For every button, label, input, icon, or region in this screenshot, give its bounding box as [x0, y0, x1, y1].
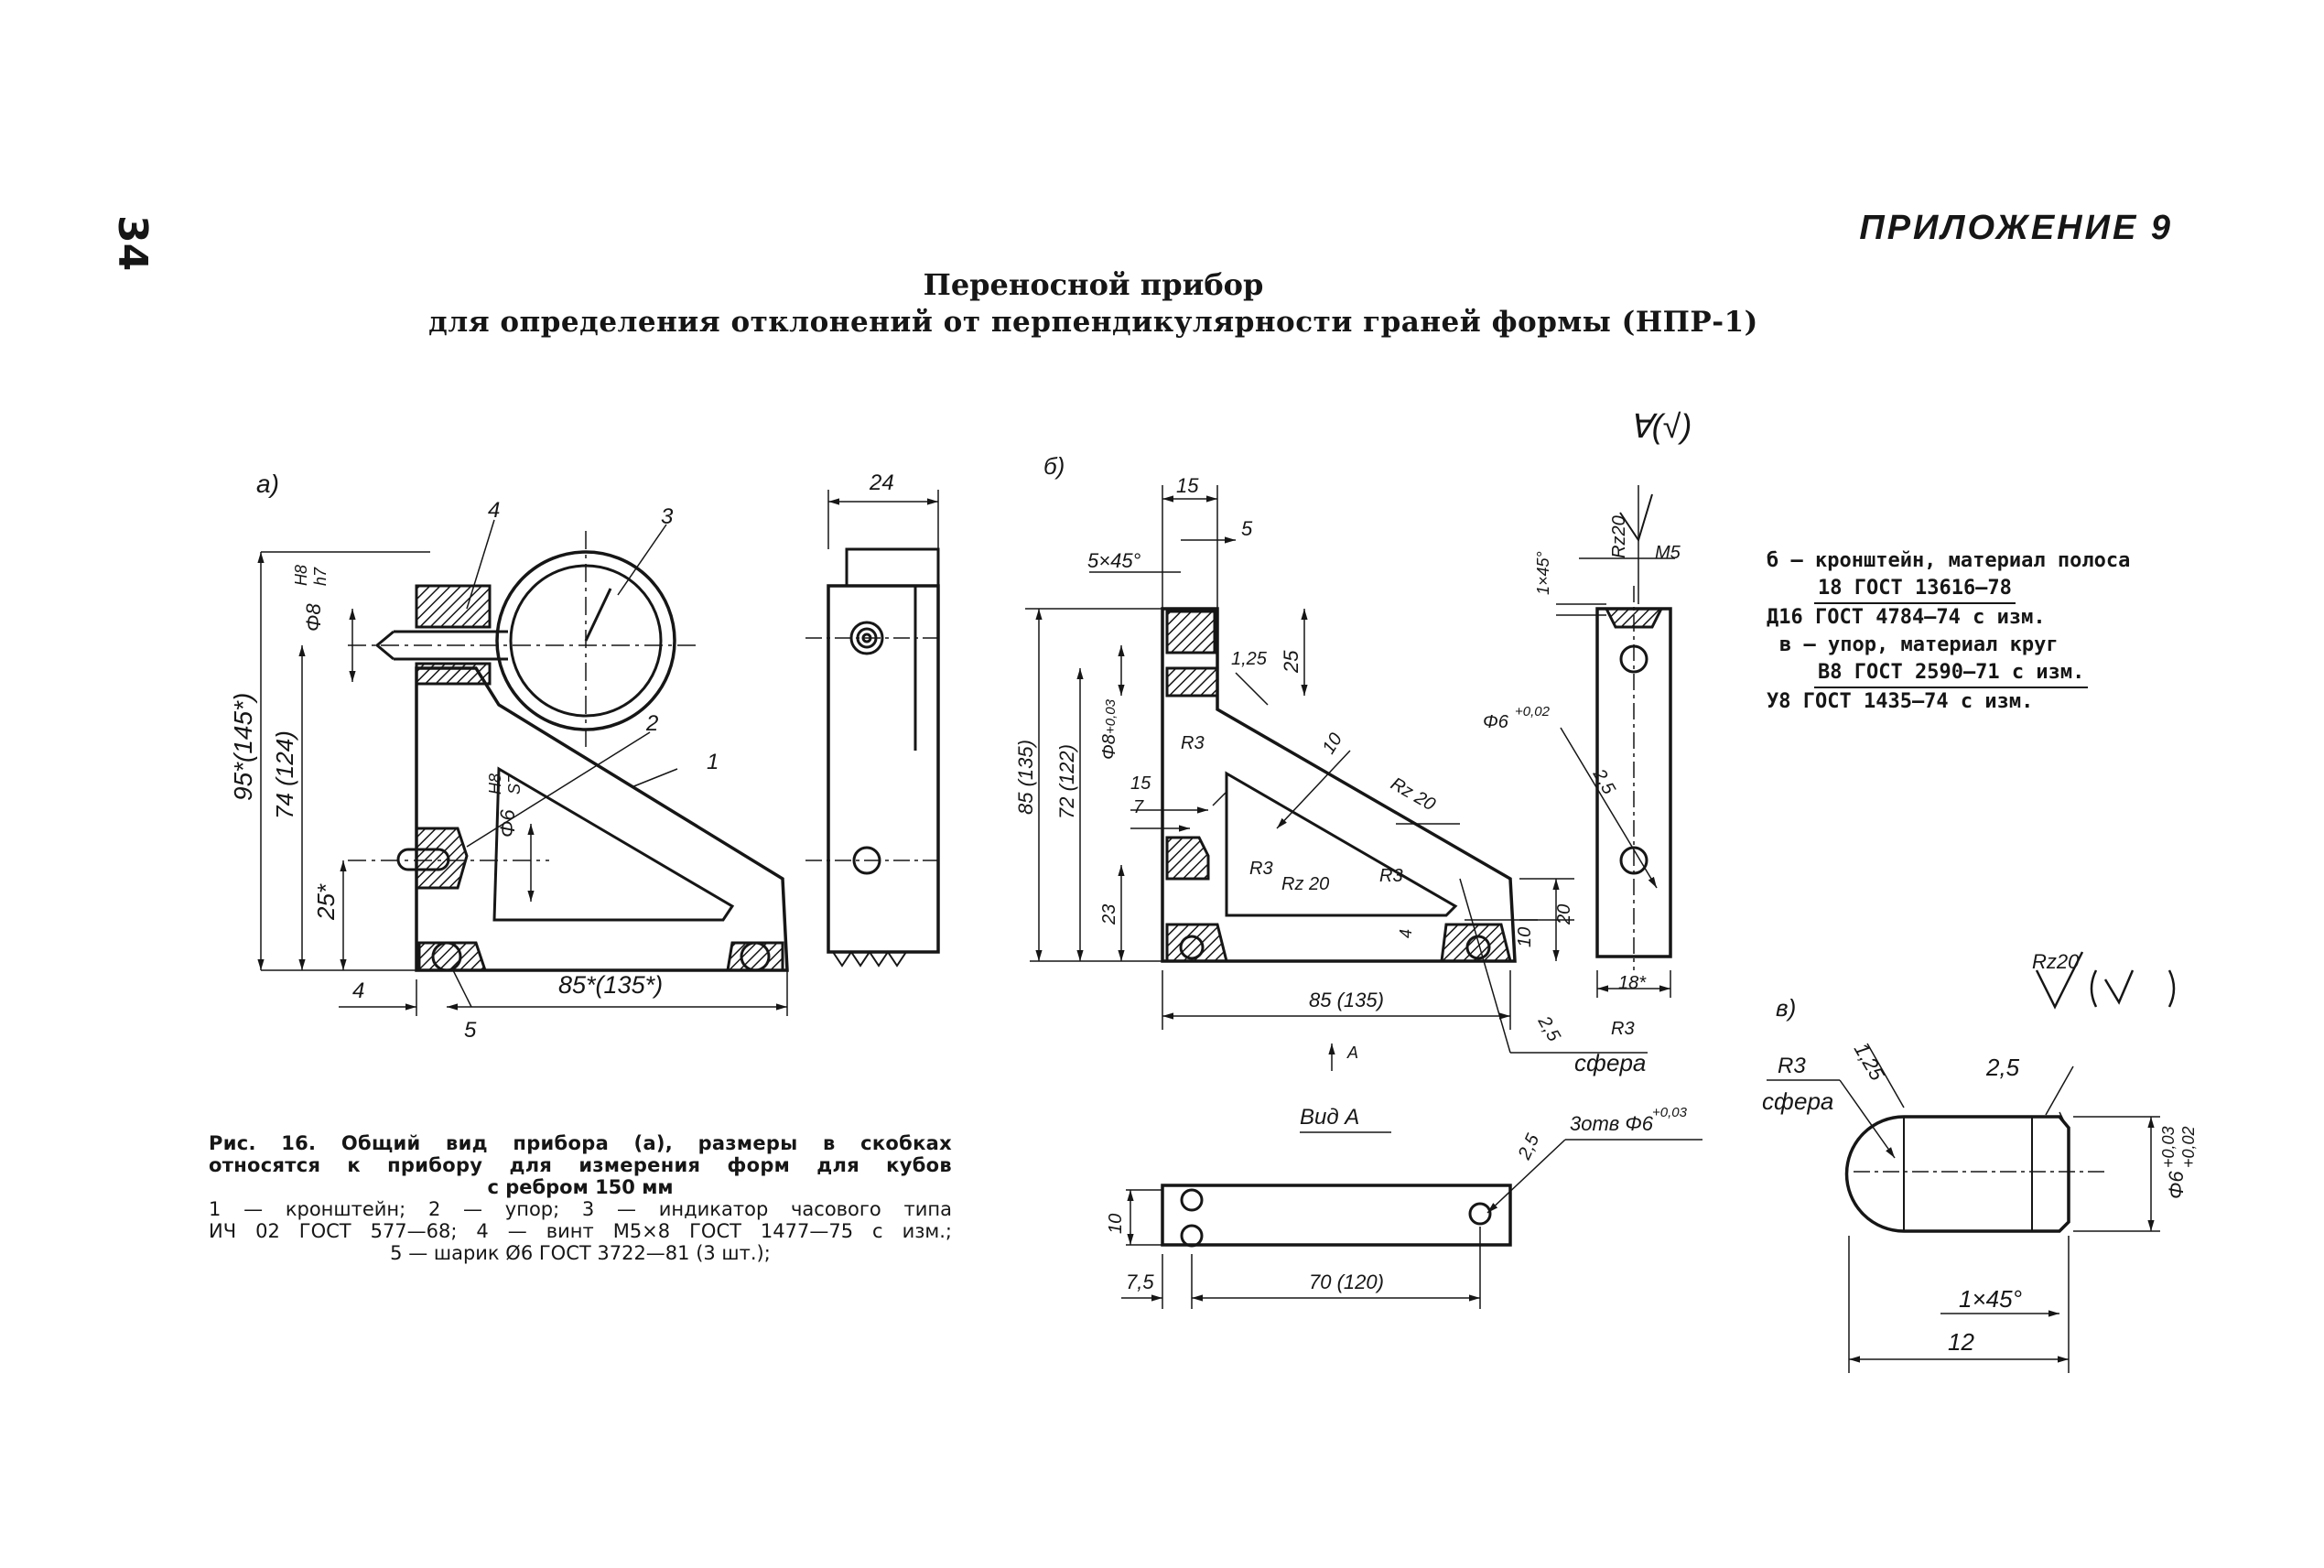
view-v-label: в) — [1776, 994, 1796, 1022]
fit-mid-h: H8 — [486, 773, 504, 795]
caption-line-3: с ребром 150 мм — [487, 1176, 674, 1198]
dim-overall-height: 95*(145*) — [229, 693, 257, 801]
view-A-height: 10 — [1106, 1214, 1126, 1234]
rz20-a: Rz 20 — [1388, 773, 1439, 815]
rz20-side: Rz20 — [1609, 515, 1629, 558]
material-b-top: 18 ГОСТ 13616—78 — [1814, 575, 2016, 604]
fit-mid-l: S7 — [505, 773, 524, 795]
dim-hole-dia: Φ8 — [1099, 734, 1119, 760]
view-v-dia: Φ6 — [2165, 1171, 2188, 1199]
view-a-drawing — [257, 519, 789, 1016]
materials-note: б — кронштейн, материал полоса 18 ГОСТ 1… — [1767, 547, 2188, 716]
view-A-holes: 3отв Φ6 — [1570, 1112, 1654, 1135]
caption-line-1: Рис. 16. Общий вид прибора (а), размеры … — [209, 1132, 952, 1154]
dim-indicator-height: 74 (124) — [271, 730, 298, 819]
material-v-bottom: У8 ГОСТ 1435—74 с изм. — [1767, 690, 2034, 713]
dim-7: 7 — [1133, 797, 1144, 817]
material-b-bottom: Д16 ГОСТ 4784—74 с изм. — [1767, 606, 2046, 629]
view-v-length: 12 — [1948, 1328, 1974, 1356]
rz20-b: Rz 20 — [1281, 874, 1329, 894]
dim-side-width: 24 — [869, 470, 894, 495]
caption-line-2: относятся к прибору для измерения форм д… — [209, 1154, 952, 1176]
material-b-line: б — кронштейн, материал полоса — [1767, 549, 2131, 572]
view-A-title: Вид А — [1300, 1105, 1359, 1130]
view-A-length: 70 (120) — [1309, 1271, 1384, 1293]
dim-chamfer: 5×45° — [1087, 549, 1141, 572]
dim-height-72: 72 (122) — [1055, 744, 1078, 819]
view-b-label: б) — [1043, 452, 1065, 480]
dim-4: 4 — [1397, 929, 1415, 938]
view-b-drawing — [1025, 485, 1648, 1071]
view-A-25: 2,5 — [1514, 1130, 1543, 1163]
fit-top-h: H8 — [292, 565, 310, 586]
document-subtitle: для определения отклонений от перпендику… — [428, 306, 1758, 339]
thread-m5: M5 — [1655, 543, 1681, 563]
dim-base-length: 85*(135*) — [558, 971, 663, 999]
view-A-holes-tol: +0,03 — [1652, 1105, 1688, 1120]
dim-20: 20 — [1554, 904, 1574, 925]
appendix-heading: ПРИЛОЖЕНИЕ 9 — [1859, 209, 2173, 247]
view-v-25: 2,5 — [1985, 1054, 2020, 1081]
view-a-side-drawing — [805, 490, 943, 968]
width-10: 10 — [1319, 730, 1346, 758]
side-25: 2,5 — [1588, 765, 1619, 799]
dim-width-15: 15 — [1176, 474, 1199, 497]
view-v-radius: R3 — [1778, 1054, 1806, 1078]
figure-caption: Рис. 16. Общий вид прибора (а), размеры … — [209, 1132, 952, 1264]
r3-d: R3 — [1611, 1019, 1635, 1039]
view-A-offset: 7,5 — [1126, 1271, 1154, 1293]
callout-1: 1 — [707, 750, 719, 774]
view-v-roughness: Rz20 — [2032, 950, 2080, 973]
sphere-label-b: сфера — [1574, 1049, 1646, 1076]
sphere-25: 2,5 — [1533, 1012, 1564, 1046]
dim-base-len: 85 (135) — [1309, 989, 1384, 1011]
view-b-side-drawing — [1556, 485, 1675, 998]
rough-125: 1,25 — [1231, 649, 1268, 669]
dim-15b: 15 — [1130, 773, 1151, 794]
view-v-chamfer: 1×45° — [1959, 1285, 2022, 1313]
dim-10b: 10 — [1515, 927, 1535, 947]
callout-5: 5 — [464, 1018, 477, 1043]
dim-offset-left: 4 — [352, 979, 364, 1003]
dim-depth-25: 25 — [1280, 650, 1303, 674]
dim-hole-tol: +0,03 — [1103, 698, 1119, 734]
material-v-top: В8 ГОСТ 2590—71 с изм. — [1814, 659, 2089, 688]
dim-slot-5: 5 — [1241, 517, 1253, 540]
caption-line-6: 5 — шарик Ø6 ГОСТ 3722—81 (3 шт.); — [390, 1242, 771, 1264]
fit-top: Φ8 — [302, 603, 325, 632]
fit-top-l: h7 — [311, 567, 330, 586]
view-a-label: а) — [256, 470, 279, 498]
side-width-18: 18* — [1618, 973, 1647, 993]
fit-mid: Φ6 — [496, 809, 519, 838]
callout-4: 4 — [488, 498, 500, 523]
caption-line-4: 1 — кронштейн; 2 — упор; 3 — индикатор ч… — [209, 1198, 952, 1220]
view-arrow-A: A — [1346, 1044, 1358, 1062]
callout-2: 2 — [645, 711, 658, 736]
hole-side-tol: +0,02 — [1515, 704, 1551, 719]
material-v-line: в — упор, материал круг — [1779, 633, 2059, 656]
view-A-drawing — [1121, 1131, 1702, 1309]
view-v-tol-top: +0,03 — [2159, 1126, 2178, 1168]
chamfer-side: 1×45° — [1534, 551, 1552, 595]
view-v-125: 1,25 — [1850, 1039, 1889, 1085]
roughness-general: ∀(√) — [1629, 407, 1692, 445]
r3-b: R3 — [1249, 859, 1273, 879]
dim-height-85: 85 (135) — [1014, 740, 1037, 815]
view-v-drawing — [1767, 951, 2176, 1373]
view-v-sphere: сфера — [1762, 1087, 1833, 1115]
r3-c: R3 — [1379, 866, 1403, 886]
caption-line-5: ИЧ 02 ГОСТ 577—68; 4 — винт М5×8 ГОСТ 14… — [209, 1220, 952, 1242]
callout-3: 3 — [661, 504, 674, 529]
dim-23: 23 — [1099, 904, 1119, 925]
document-title: Переносной прибор — [923, 267, 1264, 302]
dim-stop-height: 25* — [312, 883, 340, 921]
hole-side: Φ6 — [1483, 712, 1509, 732]
view-v-tol-bot: +0,02 — [2179, 1126, 2198, 1168]
r3-a: R3 — [1181, 733, 1205, 753]
